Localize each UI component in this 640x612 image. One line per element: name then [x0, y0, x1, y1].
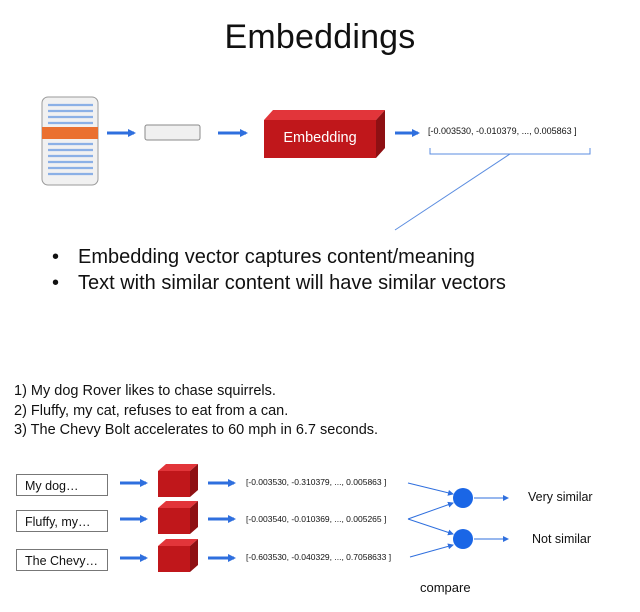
sentence-2: 2) Fluffy, my cat, refuses to eat from a…	[14, 402, 289, 419]
input-box-fluffy: Fluffy, my…	[16, 510, 108, 532]
pointer-line	[394, 153, 511, 231]
bullet-list: •Embedding vector captures content/meani…	[52, 244, 506, 296]
compare-connectors	[407, 482, 509, 558]
embedding-model-box	[264, 110, 385, 158]
sentence-1: 1) My dog Rover likes to chase squirrels…	[14, 383, 276, 399]
row-1-graphics	[120, 464, 236, 497]
bullet-dot: •	[52, 246, 60, 268]
embedding-cube-icon	[158, 464, 198, 497]
compare-label: compare	[420, 580, 471, 595]
row-2-graphics	[120, 501, 236, 534]
not-similar-label: Not similar	[532, 532, 592, 546]
compare-node	[453, 488, 473, 508]
vector-bracket	[429, 148, 591, 155]
very-similar-label: Very similar	[528, 490, 593, 504]
row-3-graphics	[120, 539, 236, 572]
vector-text-row-3: [-0.603530, -0.040329, ..., 0.7058633 ]	[246, 552, 392, 562]
example-sentences: 1) My dog Rover likes to chase squirrels…	[14, 382, 378, 441]
embedding-label: Embedding	[283, 130, 357, 146]
chunk-box	[144, 124, 201, 141]
bullet-dot: •	[52, 272, 60, 294]
highlight-bar	[42, 127, 98, 139]
input-box-my-dog: My dog…	[16, 474, 108, 496]
bullet-item: •Embedding vector captures content/meani…	[52, 246, 475, 268]
input-box-chevy: The Chevy…	[16, 549, 108, 571]
page-title: Embeddings	[224, 18, 416, 56]
vector-text-row-1: [-0.003530, -0.310379, ..., 0.005863 ]	[246, 477, 387, 487]
bullet-item: •Text with similar content will have sim…	[52, 272, 506, 294]
compare-node	[453, 529, 473, 549]
embedding-vector-text: [-0.003530, -0.010379, ..., 0.005863 ]	[428, 126, 577, 136]
sentence-3: 3) The Chevy Bolt accelerates to 60 mph …	[14, 422, 379, 438]
embedding-cube-icon	[158, 539, 198, 572]
document-icon	[41, 96, 99, 186]
embedding-cube-icon	[158, 501, 198, 534]
vector-text-row-2: [-0.003540, -0.010369, ..., 0.005265 ]	[246, 514, 387, 524]
